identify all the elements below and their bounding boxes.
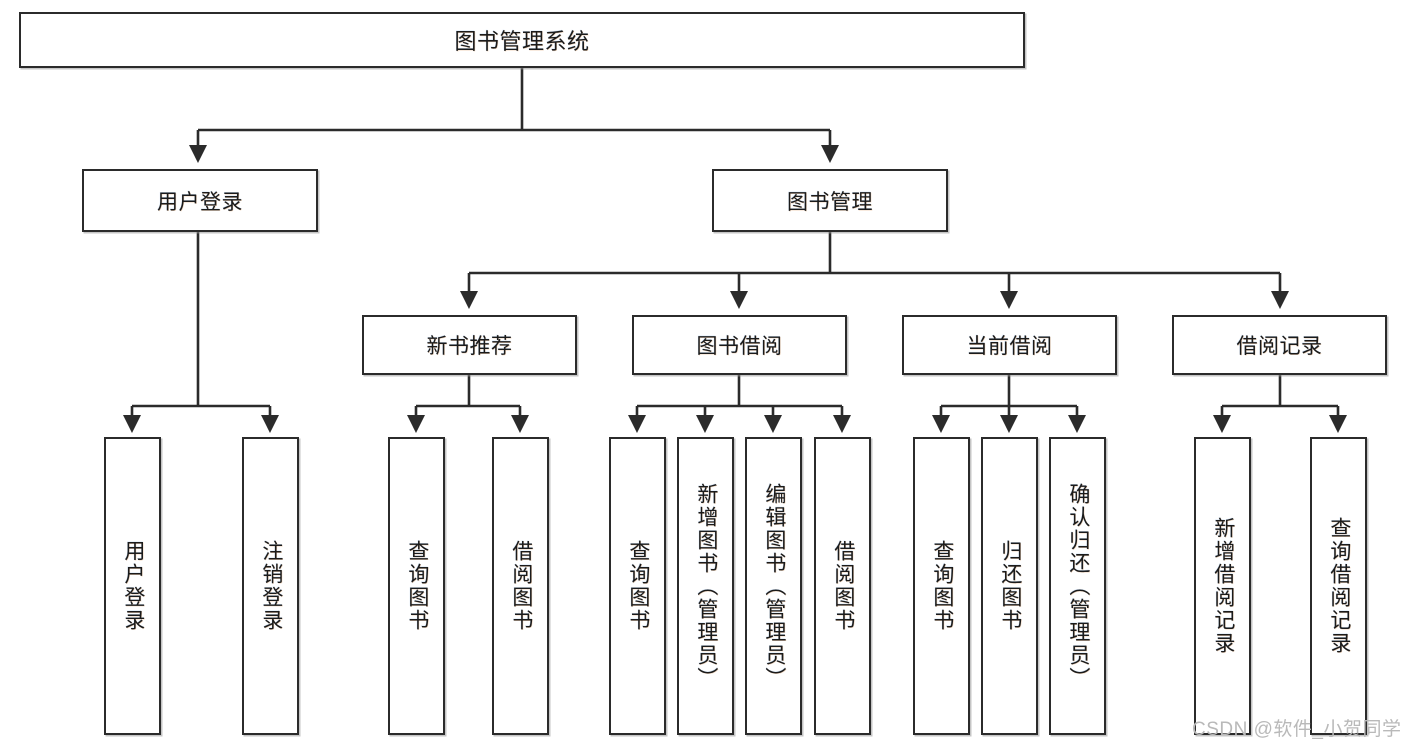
node-label: 当前借阅 [966,335,1053,358]
leaf-user-login-logout[interactable]: 注销登录 [242,437,299,735]
node-label: 查询图书 [930,540,954,632]
node-label: 借阅图书 [831,540,855,632]
node-label: 借阅图书 [509,540,533,632]
leaf-user-login-login[interactable]: 用户登录 [104,437,161,735]
leaf-borrow-record-add[interactable]: 新增借阅记录 [1194,437,1251,735]
node-book-management[interactable]: 图书管理 [712,169,948,232]
node-label: 图书管理系统 [454,29,590,54]
leaf-book-borrow-borrow[interactable]: 借阅图书 [814,437,871,735]
node-label: 借阅记录 [1236,335,1323,358]
leaf-book-borrow-add[interactable]: 新增图书（管理员） [677,437,734,735]
node-label: 图书借阅 [696,335,783,358]
node-label: 用户登录 [121,540,145,632]
leaf-new-book-query[interactable]: 查询图书 [388,437,445,735]
node-label: 归还图书 [998,540,1022,632]
node-label: 图书管理 [787,190,873,214]
leaf-current-borrow-return[interactable]: 归还图书 [981,437,1038,735]
node-current-borrow[interactable]: 当前借阅 [902,315,1117,375]
node-label: 新增借阅记录 [1211,517,1235,655]
node-label: 编辑图书（管理员） [762,482,786,690]
node-user-login[interactable]: 用户登录 [82,169,318,232]
leaf-book-borrow-edit[interactable]: 编辑图书（管理员） [745,437,802,735]
leaf-borrow-record-query[interactable]: 查询借阅记录 [1310,437,1367,735]
leaf-current-borrow-query[interactable]: 查询图书 [913,437,970,735]
node-book-borrow[interactable]: 图书借阅 [632,315,847,375]
leaf-book-borrow-query[interactable]: 查询图书 [609,437,666,735]
node-borrow-records[interactable]: 借阅记录 [1172,315,1387,375]
node-label: 注销登录 [259,540,283,632]
node-label: 查询图书 [626,540,650,632]
node-label: 新书推荐 [426,335,513,358]
leaf-new-book-borrow[interactable]: 借阅图书 [492,437,549,735]
node-label: 查询借阅记录 [1327,517,1351,655]
node-label: 用户登录 [157,190,243,214]
leaf-current-borrow-confirm-return[interactable]: 确认归还（管理员） [1049,437,1106,735]
node-label: 确认归还（管理员） [1066,482,1090,690]
node-label: 新增图书（管理员） [694,482,718,690]
node-root-system[interactable]: 图书管理系统 [19,12,1025,68]
node-label: 查询图书 [405,540,429,632]
node-new-book-recommend[interactable]: 新书推荐 [362,315,577,375]
